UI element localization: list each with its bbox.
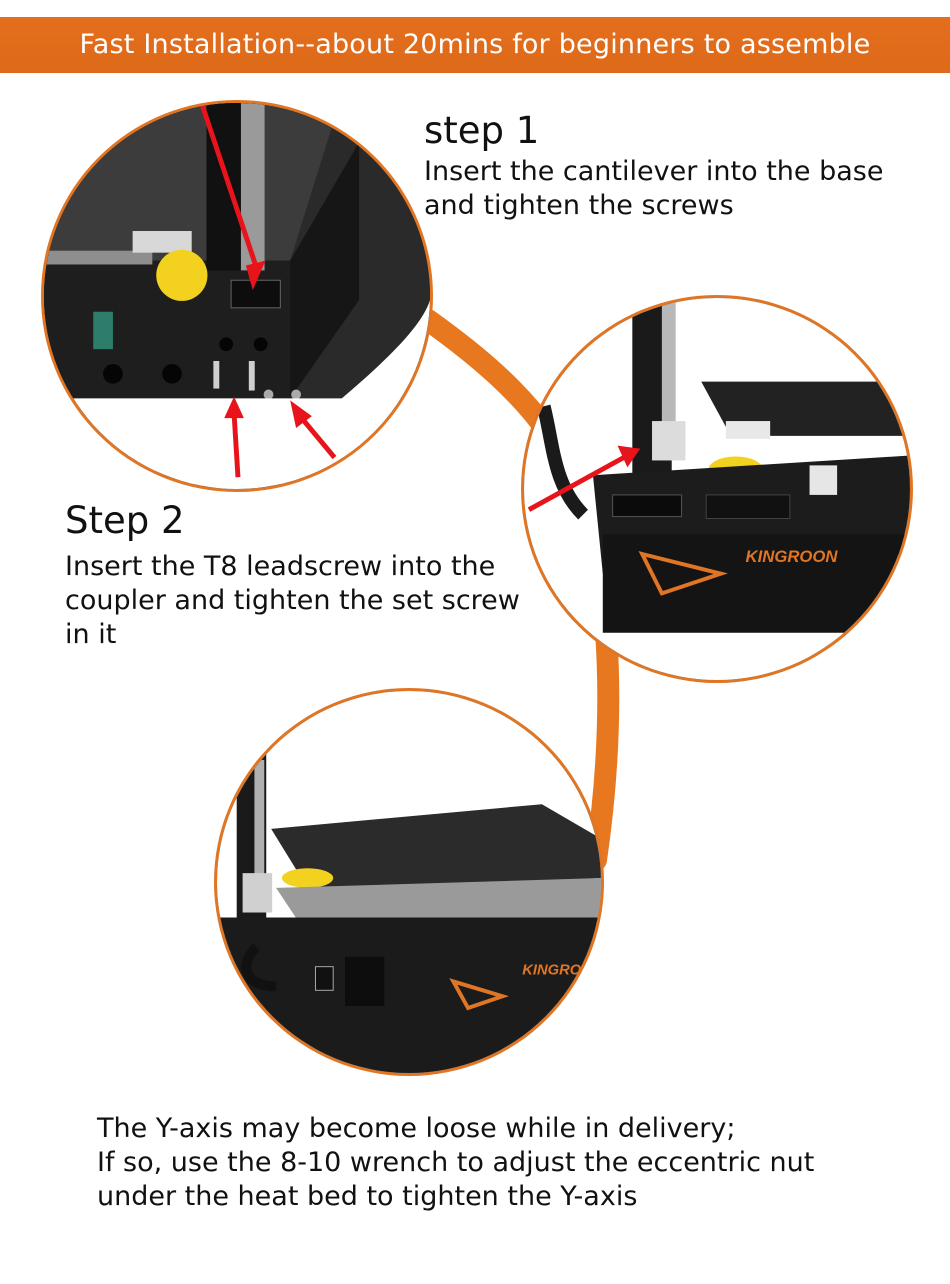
- step1-text: Insert the cantilever into the base and …: [424, 156, 884, 221]
- heatbed-yaxis-closeup: KINGROON: [217, 691, 601, 1073]
- step1-title: step 1: [424, 109, 540, 152]
- y-axis-note: The Y-axis may become loose while in del…: [97, 1113, 815, 1212]
- brand-logo: KINGROON: [746, 547, 839, 566]
- y-axis-photo: KINGROON: [214, 688, 604, 1076]
- step2-photo: KINGROON: [521, 295, 913, 683]
- header-banner: Fast Installation--about 20mins for begi…: [0, 17, 950, 73]
- leadscrew-coupler-closeup: KINGROON: [524, 298, 910, 680]
- step2-title: Step 2: [65, 499, 185, 542]
- step2-text: Insert the T8 leadscrew into the coupler…: [65, 551, 520, 650]
- printer-base-closeup: [44, 103, 430, 489]
- step1-photo: [41, 100, 433, 492]
